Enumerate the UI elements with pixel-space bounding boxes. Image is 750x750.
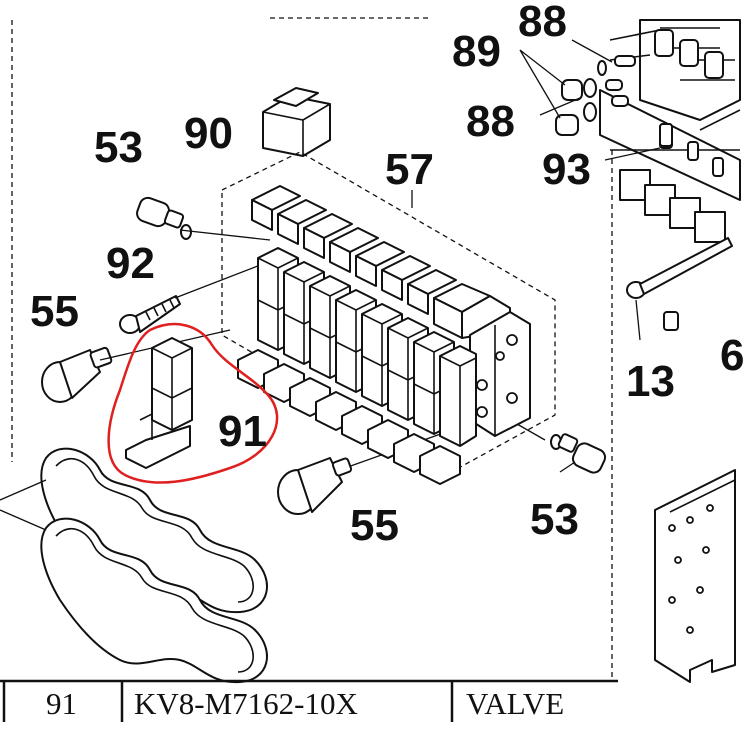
callout-53-top: 53	[94, 123, 143, 172]
parts-table: 91 KV8-M7162-10X VALVE	[0, 679, 618, 722]
callout-92: 92	[106, 239, 155, 288]
front-valve-row	[237, 247, 477, 485]
callout-93: 93	[542, 145, 591, 194]
valve-assembly-frame	[221, 151, 556, 471]
part-92-bolt	[119, 295, 181, 334]
rear-valve-row	[251, 185, 511, 339]
callout-90: 90	[184, 109, 233, 158]
valve-stack-57	[237, 185, 531, 485]
part-90-block	[262, 87, 331, 157]
part-55-bottom-knob	[277, 457, 353, 515]
callout-88: 88	[466, 97, 515, 146]
fitting-88	[555, 95, 629, 136]
callout-91: 91	[218, 407, 267, 456]
manifold-body	[469, 311, 531, 437]
part-53-top-fitting	[136, 196, 192, 240]
part-91-valve	[125, 337, 193, 469]
callout-13: 13	[626, 357, 675, 406]
row-part-number-cell: KV8-M7162-10X	[134, 686, 358, 721]
part-91-highlight-outline	[107, 322, 279, 484]
bracket-plate	[654, 469, 736, 683]
callout-89: 89	[452, 27, 501, 76]
callout-55-left: 55	[30, 287, 79, 336]
part-55-left-knob	[41, 346, 113, 403]
timing-belts	[0, 447, 268, 684]
callout-55-bottom: 55	[350, 501, 399, 550]
part-53-bottom-fitting	[550, 433, 607, 474]
parts-table-row: 91 KV8-M7162-10X VALVE	[46, 686, 564, 721]
fitting-89	[561, 55, 636, 101]
part-93-screw	[659, 123, 673, 147]
callout-6-edge: 6	[720, 331, 744, 380]
callout-88-top: 88	[518, 0, 567, 46]
callout-53-bottom: 53	[530, 495, 579, 544]
part-13-bolt	[626, 237, 733, 331]
callout-57: 57	[385, 145, 434, 194]
row-ref-cell: 91	[46, 686, 77, 721]
row-description-cell: VALVE	[466, 686, 564, 721]
